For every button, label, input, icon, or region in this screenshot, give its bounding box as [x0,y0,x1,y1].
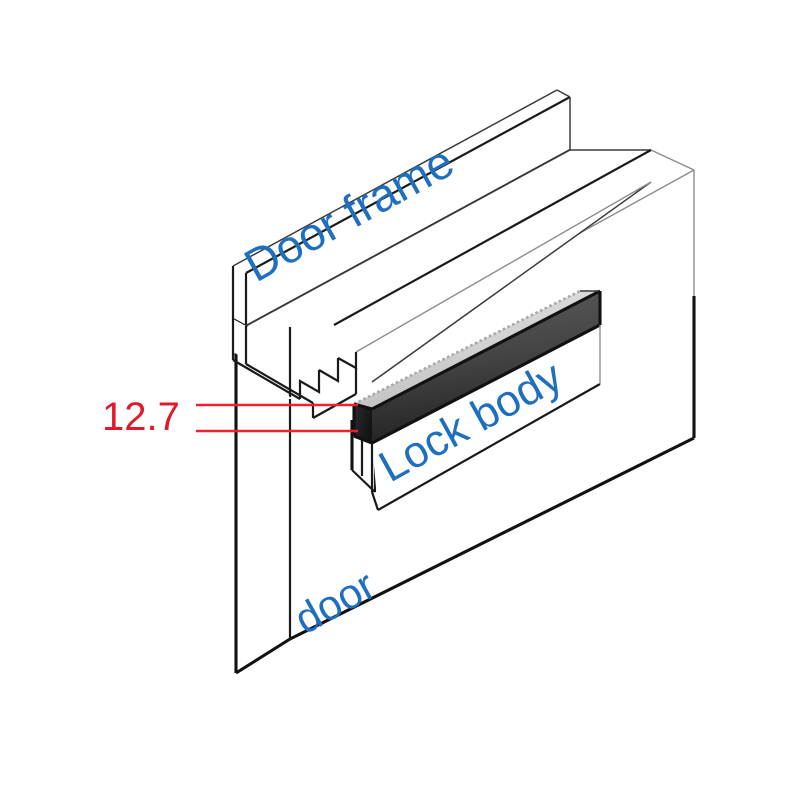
frame-lip-lower-edge [371,181,652,383]
frame-web-rear-edge [245,149,571,327]
door-outline-bottom-long [289,436,695,641]
part-door-frame-left-step [231,319,358,419]
door-front-face [236,327,290,673]
lock-body-dotted-back-edge [353,289,581,406]
lock-housing-face [372,325,600,510]
frame-rear-top-face [233,90,570,273]
frame-step-outline-c [232,359,301,400]
part-lock-housing [370,323,601,511]
frame-rear-left-end [233,266,246,326]
frame-lip-upper-edge [333,149,652,326]
lock-housing-left-slant [370,491,380,511]
frame-rear-top-back-edge [232,89,558,267]
door-outline-top-right [650,149,695,171]
lock-housing-top-edge [371,323,601,445]
frame-step-notch-upper [318,358,340,383]
frame-step-outline-d [245,363,314,404]
frame-rear-top-front-edge [245,96,571,274]
frame-rear-right-cap-top [556,89,571,98]
frame-lip-top-face [334,150,651,352]
frame-lip-band [356,150,651,382]
frame-web-top-face [246,150,651,326]
lock-body-top-front-edge [371,289,601,411]
dimension-callout-group: 12.7 [102,395,358,439]
frame-rear-front-face [246,97,570,326]
lock-body-front-face [372,291,600,443]
lock-housing-bottom-edge [377,383,601,511]
lock-body-end-face [354,404,372,443]
frame-step-face [233,319,318,412]
frame-step-outline-e [298,370,321,399]
part-door-frame-front-lip [333,149,652,383]
lock-body-top-face [354,291,600,409]
lock-body-left-cap-bottom [353,434,373,445]
dimension-value-label: 12.7 [102,395,180,439]
door-outline-bottom-left [235,637,291,675]
frame-lip-mid-edge [355,181,652,353]
